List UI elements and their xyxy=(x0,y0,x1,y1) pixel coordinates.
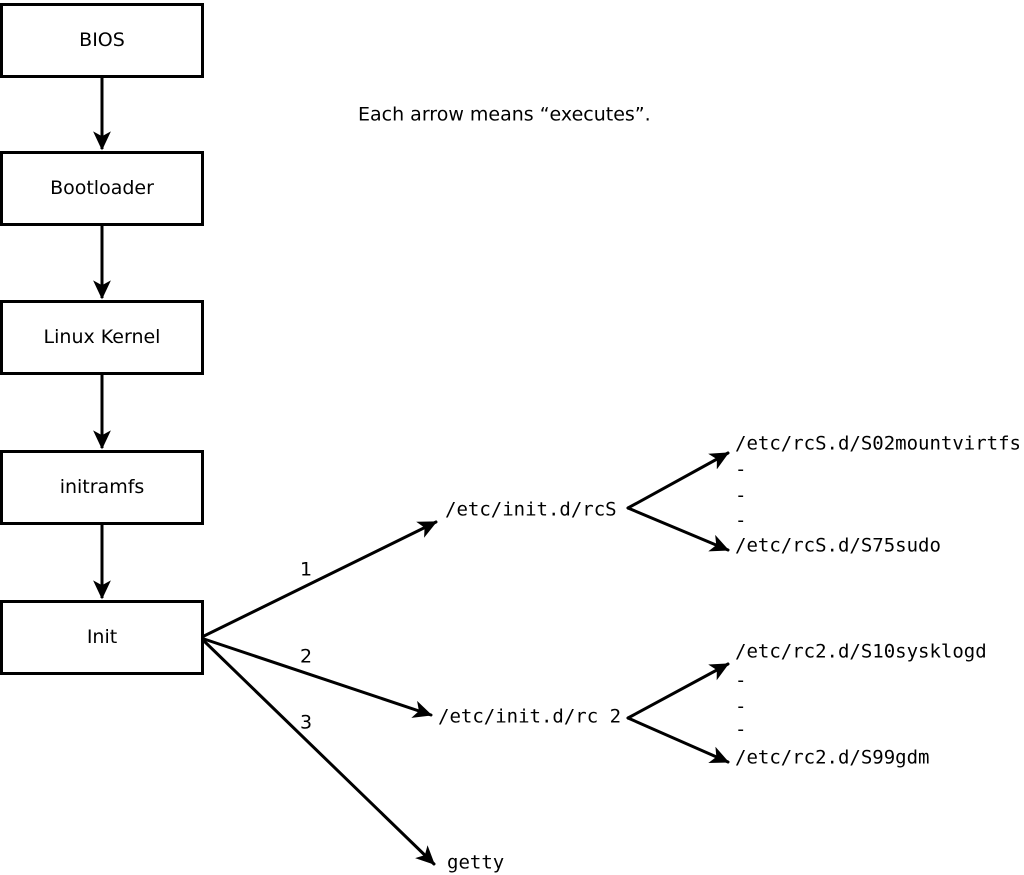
arrow-init-to-getty xyxy=(202,639,436,866)
box-init-label: Init xyxy=(86,626,118,648)
rc2-child-ellipsis-dash: - xyxy=(735,695,747,718)
box-bootloader-label: Bootloader xyxy=(50,177,154,199)
arrow-init-to-rc2 xyxy=(202,637,433,718)
rc2-child-ellipsis-dash: - xyxy=(735,669,747,692)
target-rc2-script: /etc/init.d/rc 2 xyxy=(438,705,622,728)
box-init: Init xyxy=(0,600,204,675)
box-initramfs-label: initramfs xyxy=(59,476,145,498)
rcs-child-s75sudo: /etc/rcS.d/S75sudo xyxy=(735,534,941,557)
target-getty: getty xyxy=(447,851,505,874)
box-bios-label: BIOS xyxy=(79,29,125,51)
branch-order-3: 3 xyxy=(300,711,313,734)
box-linux-kernel-label: Linux Kernel xyxy=(43,326,161,348)
rcs-child-s02mountvirtfs: /etc/rcS.d/S02mountvirtfs xyxy=(735,432,1021,455)
box-initramfs: initramfs xyxy=(0,450,204,525)
branch-order-2: 2 xyxy=(300,645,313,668)
box-bootloader: Bootloader xyxy=(0,151,204,226)
box-bios: BIOS xyxy=(0,3,204,78)
rc2-child-s10sysklogd: /etc/rc2.d/S10sysklogd xyxy=(735,640,987,663)
arrow-rcs-to-s02mountvirtfs xyxy=(626,451,730,510)
target-rcs-script: /etc/init.d/rcS xyxy=(445,498,617,521)
branch-order-1: 1 xyxy=(300,558,313,581)
arrow-rc2-to-s10sysklogd xyxy=(626,662,730,720)
rcs-child-ellipsis-dash: - xyxy=(735,509,747,532)
arrow-rc2-to-s99gdm xyxy=(626,716,730,764)
rcs-child-ellipsis-dash: - xyxy=(735,484,747,507)
rcs-child-ellipsis-dash: - xyxy=(735,458,747,481)
legend-note: Each arrow means “executes”. xyxy=(358,103,651,126)
rc2-child-ellipsis-dash: - xyxy=(735,718,747,741)
rc2-child-s99gdm: /etc/rc2.d/S99gdm xyxy=(735,746,930,769)
arrow-init-to-rcs xyxy=(202,520,438,638)
arrow-rcs-to-s75sudo xyxy=(626,506,730,552)
box-linux-kernel: Linux Kernel xyxy=(0,300,204,375)
